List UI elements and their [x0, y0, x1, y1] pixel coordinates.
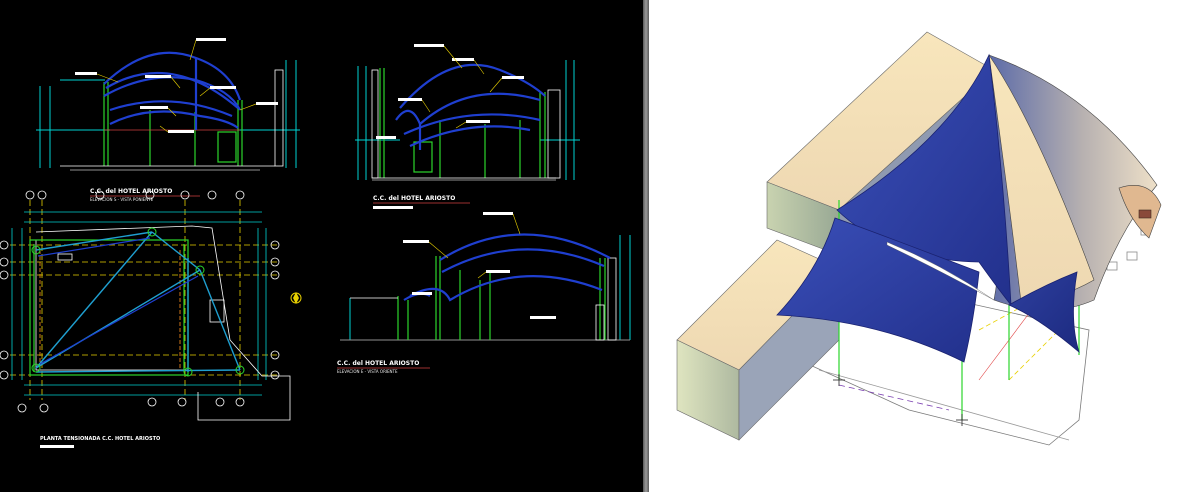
elevation-3-subtitle: ELEVACION E - VISTA ORIENTE	[337, 369, 398, 374]
cad-2d-viewport[interactable]: C.C. del HOTEL ARIOSTO ELEVACION S - VIS…	[0, 0, 643, 492]
model-3d-render	[676, 31, 1162, 446]
plan-title: PLANTA TENSIONADA C.C. HOTEL ARIOSTO	[40, 436, 160, 442]
elevation-2-title: C.C. del HOTEL ARIOSTO	[373, 195, 455, 202]
elevation-3-title: C.C. del HOTEL ARIOSTO	[337, 360, 419, 367]
elevation-2-drawing: C.C. del HOTEL ARIOSTO	[355, 44, 580, 209]
elevation-1-drawing: C.C. del HOTEL ARIOSTO ELEVACION S - VIS…	[36, 38, 300, 202]
north-arrow-icon	[290, 292, 302, 304]
elevation-1-title: C.C. del HOTEL ARIOSTO	[90, 188, 172, 195]
elevation-3-drawing: C.C. del HOTEL ARIOSTO ELEVACION E - VIS…	[337, 212, 631, 374]
tensile-membrane	[776, 53, 1162, 363]
ground-anchors	[833, 374, 968, 426]
model-3d-viewport[interactable]	[649, 0, 1181, 492]
viewport-divider[interactable]	[643, 0, 649, 492]
plan-drawing: PLANTA TENSIONADA C.C. HOTEL ARIOSTO	[0, 190, 302, 448]
elevation-1-subtitle: ELEVACION S - VISTA PONIENTE	[90, 197, 154, 202]
cad-drawing-sheet: C.C. del HOTEL ARIOSTO ELEVACION S - VIS…	[0, 38, 631, 448]
